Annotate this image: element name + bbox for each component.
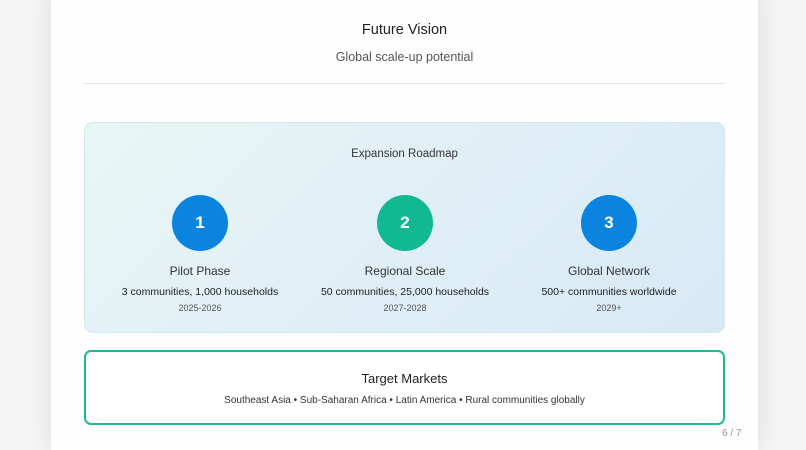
slide-subtitle: Global scale-up potential xyxy=(335,50,474,64)
step-number-badge: 3 xyxy=(581,195,637,251)
divider xyxy=(84,83,725,84)
slide: Future Vision Global scale-up potential … xyxy=(51,0,758,450)
step-number-badge: 2 xyxy=(377,195,433,251)
step-name: Regional Scale xyxy=(364,264,446,278)
step-name: Global Network xyxy=(567,264,651,278)
slide-title: Future Vision xyxy=(361,22,448,38)
roadmap-step-pilot: 1 Pilot Phase 3 communities, 1,000 house… xyxy=(100,195,300,313)
slide-page-indicator: 6 / 7 xyxy=(722,428,742,439)
target-markets-panel: Target Markets Southeast Asia • Sub-Saha… xyxy=(84,350,725,425)
step-description: 3 communities, 1,000 households xyxy=(121,286,279,298)
target-markets-list: Southeast Asia • Sub-Saharan Africa • La… xyxy=(224,395,585,406)
step-years: 2025-2026 xyxy=(178,303,222,313)
step-name: Pilot Phase xyxy=(169,264,231,278)
roadmap-title: Expansion Roadmap xyxy=(351,148,458,160)
expansion-roadmap-panel: Expansion Roadmap 1 Pilot Phase 3 commun… xyxy=(84,122,725,333)
step-number-badge: 1 xyxy=(172,195,228,251)
step-years: 2027-2028 xyxy=(383,303,427,313)
target-markets-title: Target Markets xyxy=(361,371,448,386)
roadmap-step-global: 3 Global Network 500+ communities worldw… xyxy=(509,195,709,313)
step-description: 50 communities, 25,000 households xyxy=(320,286,490,298)
roadmap-step-regional: 2 Regional Scale 50 communities, 25,000 … xyxy=(305,195,505,313)
step-years: 2029+ xyxy=(596,303,622,313)
step-description: 500+ communities worldwide xyxy=(541,286,677,298)
